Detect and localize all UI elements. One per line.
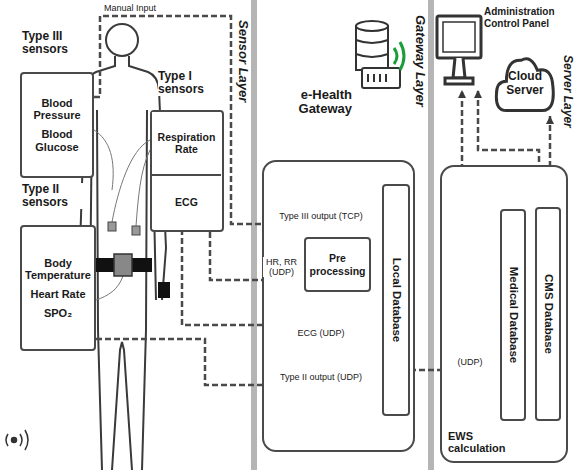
belt-sensor bbox=[114, 254, 132, 276]
panel-text: EWS calculation bbox=[448, 430, 510, 455]
edge-label: HR, RR (UDP) bbox=[263, 257, 300, 277]
monitor-icon bbox=[437, 16, 481, 84]
process-box: ECG bbox=[152, 176, 221, 229]
group-heading: e-Health Gateway bbox=[272, 88, 352, 117]
wifi-signal bbox=[394, 42, 404, 70]
database-box: Local Database bbox=[382, 184, 410, 416]
layer-divider bbox=[251, 0, 257, 470]
cloud-shape: Cloud Server bbox=[494, 52, 556, 116]
database-box: CMS Database bbox=[535, 207, 561, 421]
group-heading: Type I sensors bbox=[158, 70, 220, 96]
node-text: Pre processing bbox=[309, 252, 366, 276]
node-text: Body Temperature bbox=[25, 257, 91, 282]
edge-label: Type III output (TCP) bbox=[264, 211, 378, 221]
node-text: Blood Pressure bbox=[25, 97, 89, 122]
layer-label: Sensor Layer bbox=[236, 20, 250, 102]
sensor-group-box: Type III sensorsBlood PressureBlood Gluc… bbox=[20, 72, 94, 178]
cloud-path bbox=[496, 59, 553, 111]
process-box: Pre processing bbox=[304, 237, 371, 292]
database-box: Medical Database bbox=[500, 209, 526, 421]
electrode bbox=[108, 222, 116, 231]
layer-label: Gateway Layer bbox=[413, 15, 427, 107]
process-box: Respiration Rate bbox=[152, 112, 221, 176]
edge-label: (UDP) bbox=[444, 357, 496, 367]
layer-divider bbox=[428, 0, 434, 470]
vertical-text: CMS Database bbox=[541, 274, 554, 354]
node-text: Cloud Server bbox=[502, 70, 548, 98]
panel-text: Administration Control Panel bbox=[484, 6, 558, 29]
sensor-group-box: Type I sensorsRespiration RateECG bbox=[150, 110, 224, 232]
layer-label: Server Layer bbox=[560, 55, 573, 128]
node-text: Respiration Rate bbox=[155, 131, 218, 155]
panel-node: EWS calculation Medical Database CMS Datab… bbox=[440, 165, 568, 463]
sensor-group-box: e-Health GatewayPre processingLocal Data… bbox=[262, 160, 415, 452]
vertical-text: Local Database bbox=[389, 258, 402, 342]
sensor-wires bbox=[94, 130, 150, 300]
vertical-text: Medical Database bbox=[506, 267, 519, 364]
annotation: Manual Input bbox=[104, 3, 156, 13]
node-text: ECG bbox=[155, 196, 218, 208]
wireless-symbol bbox=[6, 430, 28, 450]
sensor-group-box: Type II sensorsBody TemperatureHeart Rat… bbox=[20, 225, 96, 351]
group-heading: Type II sensors bbox=[22, 183, 84, 209]
electrode bbox=[132, 226, 140, 235]
arm-strap bbox=[158, 282, 170, 298]
edge-label: ECG (UDP) bbox=[264, 328, 378, 338]
edge-label: Type II output (UDP) bbox=[264, 372, 378, 382]
group-heading: Type III sensors bbox=[22, 30, 84, 56]
node-text: SPO₂ bbox=[25, 307, 91, 320]
node-text: Heart Rate bbox=[25, 288, 91, 301]
node-text: Blood Glucose bbox=[25, 128, 89, 153]
gateway-icon bbox=[356, 21, 400, 88]
